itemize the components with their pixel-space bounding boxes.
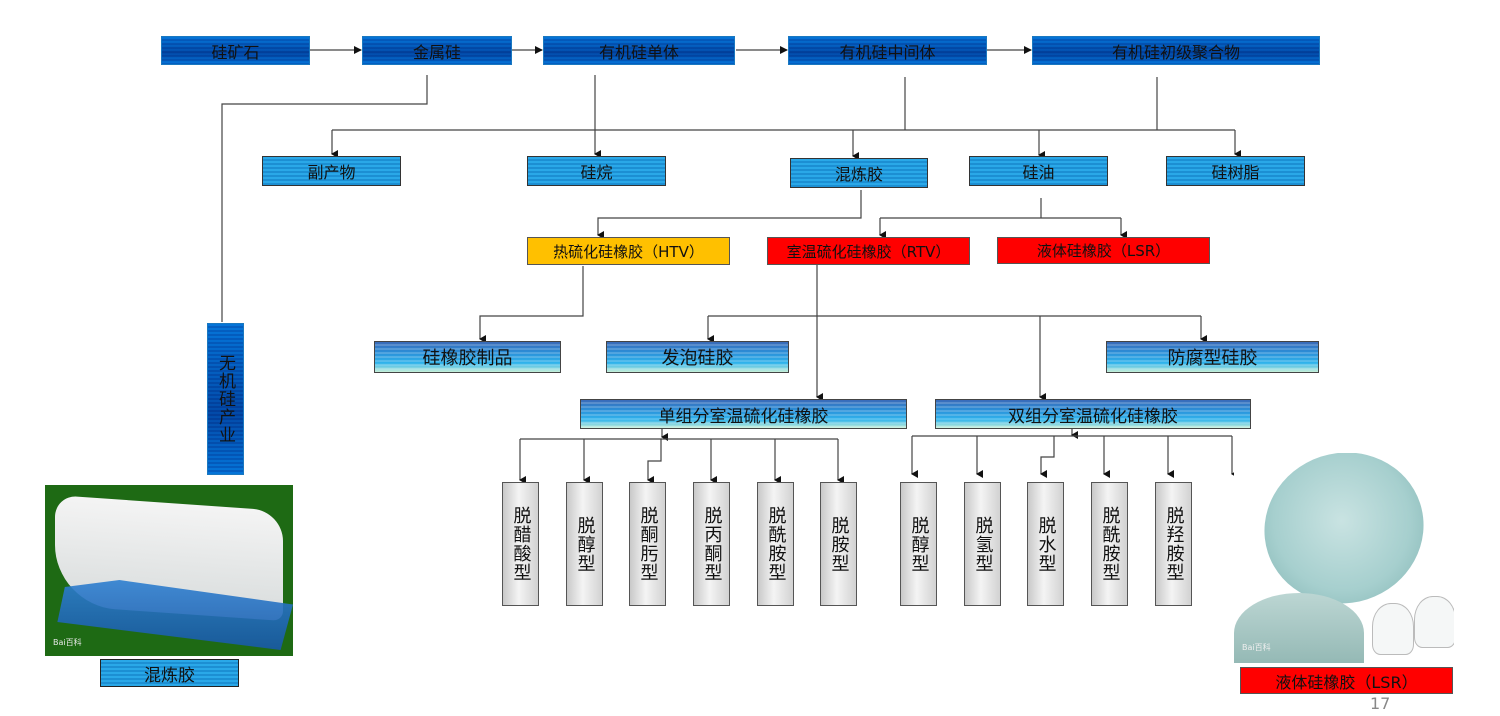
watermark-left: Bai百科	[53, 638, 82, 647]
node-lsr: 液体硅橡胶（LSR）	[997, 237, 1210, 264]
leaf-2c-deamide: 脱酰胺型	[1091, 482, 1128, 606]
node-single-component-rtv: 单组分室温硫化硅橡胶	[580, 399, 907, 429]
leaf-2c-dealcohol: 脱醇型	[900, 482, 937, 606]
node-organosilicon-primary-polymer: 有机硅初级聚合物	[1032, 36, 1320, 65]
photo-liquid-silicone: Bai百科	[1234, 453, 1454, 663]
node-organosilicon-intermediate: 有机硅中间体	[788, 36, 987, 65]
line-metal-to-inorganic	[221, 75, 428, 322]
leaf-deamide: 脱酰胺型	[757, 482, 794, 606]
leaf-2c-dehydration: 脱水型	[1027, 482, 1064, 606]
page-number: 17	[1370, 694, 1391, 713]
leaf-dealcohol: 脱醇型	[566, 482, 603, 606]
caption-liquid-silicone: 液体硅橡胶（LSR）	[1240, 667, 1453, 694]
node-silane: 硅烷	[527, 156, 666, 186]
node-silicone-rubber-products: 硅橡胶制品	[374, 341, 561, 373]
leaf-deamine: 脱胺型	[820, 482, 857, 606]
photo-mixed-rubber: Bai百科	[45, 485, 293, 656]
node-rtv: 室温硫化硅橡胶（RTV）	[767, 237, 970, 265]
node-mixed-rubber: 混炼胶	[790, 158, 928, 188]
caption-mixed-rubber: 混炼胶	[100, 659, 239, 687]
node-anticorrosive-silicone: 防腐型硅胶	[1106, 341, 1319, 373]
node-byproduct: 副产物	[262, 156, 401, 186]
leaf-2c-dehydrogen: 脱氢型	[964, 482, 1001, 606]
bowl-shape	[1234, 593, 1364, 663]
node-two-component-rtv: 双组分室温硫化硅橡胶	[935, 399, 1251, 429]
node-inorganic-silicon-industry: 无机硅产业	[207, 323, 244, 475]
node-organosilicon-monomer: 有机硅单体	[543, 36, 735, 65]
node-silicone-oil: 硅油	[969, 156, 1108, 186]
node-silicone-resin: 硅树脂	[1166, 156, 1305, 186]
leaf-deacetone: 脱丙酮型	[693, 482, 730, 606]
nipple-2	[1414, 596, 1454, 648]
leaf-2c-dehydroxylamine: 脱羟胺型	[1155, 482, 1192, 606]
node-metal-silicon: 金属硅	[362, 36, 512, 65]
node-htv: 热硫化硅橡胶（HTV）	[527, 237, 730, 265]
leaf-deoxime: 脱酮肟型	[629, 482, 666, 606]
watermark-right: Bai百科	[1242, 643, 1271, 652]
node-silicon-ore: 硅矿石	[161, 36, 310, 65]
node-foamed-silicone: 发泡硅胶	[606, 341, 789, 373]
nipple-1	[1372, 603, 1414, 655]
leaf-deacetic: 脱醋酸型	[502, 482, 539, 606]
